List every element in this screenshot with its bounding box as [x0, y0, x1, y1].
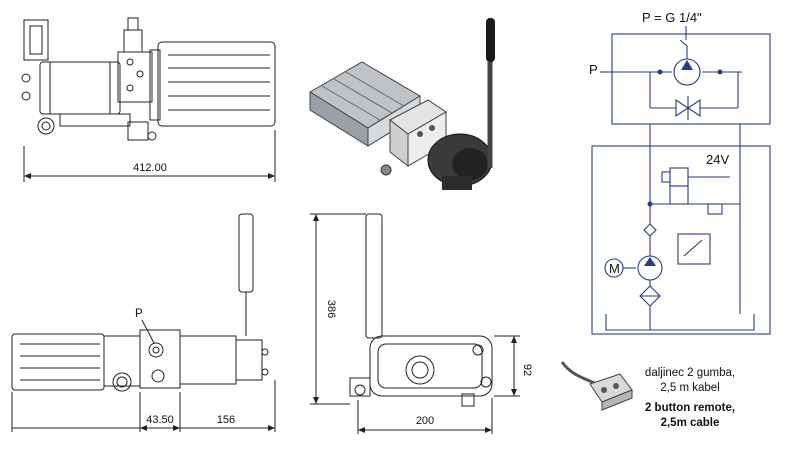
port-spec-label: P = G 1/4" [642, 10, 702, 25]
dimension-b: 156 [217, 414, 235, 426]
top-side-view: 412.00 [21, 17, 276, 182]
dimension-width-top: 412.00 [133, 162, 167, 174]
remote-control-drawing [560, 361, 633, 411]
isometric-render [309, 18, 495, 190]
dimension-height: 386 [325, 300, 337, 318]
remote-caption-local-1: daljinec 2 gumba, [645, 367, 735, 379]
bottom-mid-view: 386 200 92 [310, 213, 533, 434]
bottom-left-view: P 43.50 156 [11, 213, 276, 432]
remote-caption-en-1: 2 button remote, [645, 402, 735, 414]
voltage-label: 24V [706, 152, 729, 167]
remote-caption-en-2: 2,5m cable [661, 417, 720, 429]
hydraulic-schematic: P = G 1/4" P 24V [589, 10, 771, 335]
remote-caption-local-2: 2,5 m kabel [660, 382, 719, 394]
port-label-front: P [135, 308, 143, 320]
dimension-depth: 92 [521, 364, 533, 376]
motor-label: M [609, 261, 620, 276]
dimension-width-end: 200 [416, 415, 434, 427]
dimension-a: 43.50 [146, 414, 174, 426]
port-label-schematic: P [589, 62, 598, 77]
